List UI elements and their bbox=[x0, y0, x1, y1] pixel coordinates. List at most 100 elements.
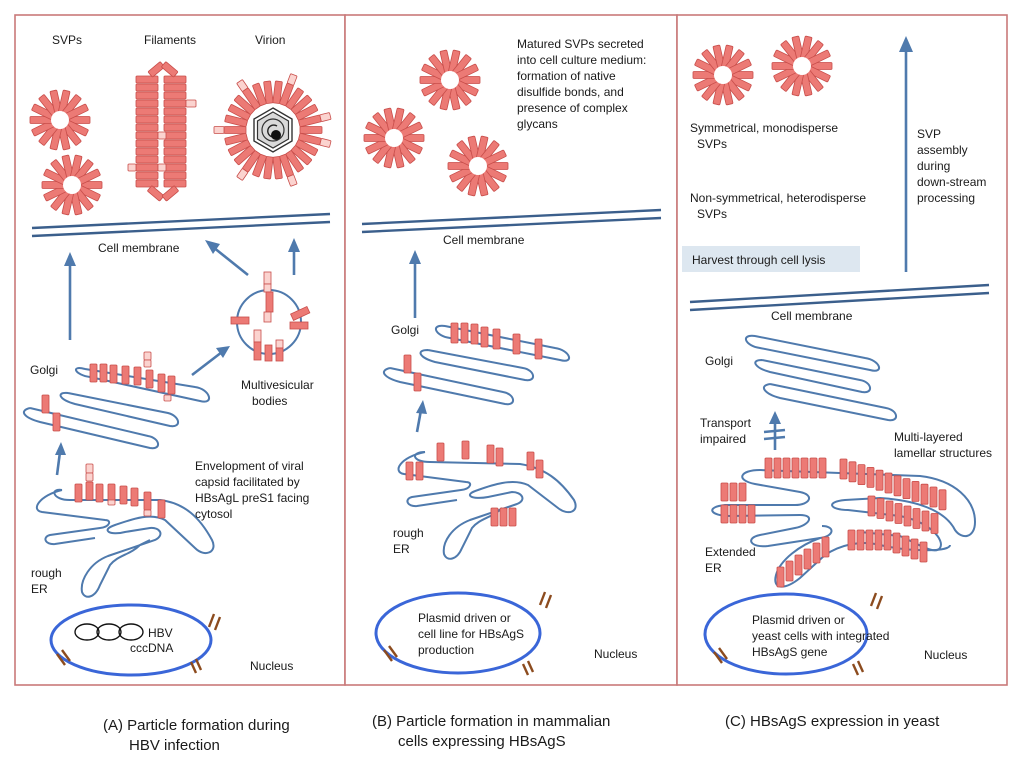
nucleus bbox=[703, 592, 884, 676]
protein-icon bbox=[295, 139, 319, 156]
protein-icon bbox=[773, 457, 782, 479]
arrow-icon bbox=[415, 400, 427, 433]
protein-icon bbox=[89, 363, 98, 383]
protein-icon bbox=[85, 472, 94, 482]
multivesicular-body bbox=[230, 271, 311, 362]
protein-icon bbox=[848, 461, 857, 483]
svp-particle bbox=[419, 49, 481, 111]
protein-icon bbox=[252, 82, 267, 107]
protein-icon bbox=[865, 529, 874, 551]
protein-icon bbox=[236, 168, 249, 181]
protein-icon bbox=[791, 457, 800, 479]
protein-icon bbox=[52, 412, 61, 432]
protein-icon bbox=[163, 155, 187, 164]
rough-er-label-2: ER bbox=[393, 542, 410, 556]
caption-a-line2: HBV infection bbox=[129, 737, 220, 754]
panel-a: SVPs Filaments Virion Cell membrane bbox=[14, 14, 346, 686]
lamellar-label-2: lamellar structures bbox=[894, 446, 992, 460]
caption-b-line1: (B) Particle formation in mammalian bbox=[372, 713, 610, 730]
protein-icon bbox=[85, 481, 94, 501]
cccdna-label: cccDNA bbox=[130, 641, 173, 655]
protein-icon bbox=[224, 132, 248, 146]
protein-icon bbox=[800, 457, 809, 479]
protein-icon bbox=[107, 499, 116, 506]
protein-icon bbox=[319, 138, 332, 148]
protein-icon bbox=[285, 150, 304, 173]
secreted-label-1: Matured SVPs secreted bbox=[517, 37, 644, 51]
envelopment-label-3: HBsAgL preS1 facing bbox=[195, 491, 309, 505]
plasmid-label-3: production bbox=[418, 643, 474, 657]
protein-icon bbox=[470, 323, 479, 345]
protein-icon bbox=[319, 112, 332, 122]
protein-icon bbox=[163, 99, 187, 108]
golgi-proteins bbox=[403, 322, 543, 392]
panel-b: Matured SVPs secreted into cell culture … bbox=[344, 14, 678, 686]
plasmid-label-1: Plasmid driven or bbox=[418, 611, 511, 625]
protein-icon bbox=[157, 163, 167, 172]
protein-icon bbox=[436, 442, 445, 462]
protein-icon bbox=[163, 163, 187, 172]
plasmid-label-2: yeast cells with integrated bbox=[752, 629, 889, 643]
protein-icon bbox=[263, 80, 274, 104]
protein-icon bbox=[157, 131, 167, 140]
protein-icon bbox=[224, 114, 248, 128]
svp-assembly-label-2: assembly bbox=[917, 143, 968, 157]
protein-icon bbox=[883, 529, 892, 551]
svp-assembly-label-3: during bbox=[917, 159, 950, 173]
extended-er-label-1: Extended bbox=[705, 545, 756, 559]
protein-icon bbox=[929, 486, 938, 508]
protein-icon bbox=[272, 80, 283, 104]
svp-particle bbox=[41, 154, 103, 216]
plasmid-label-3: HBsAgS gene bbox=[752, 645, 828, 659]
protein-icon bbox=[480, 326, 489, 348]
protein-icon bbox=[163, 123, 187, 132]
secreted-label-3: formation of native bbox=[517, 69, 616, 83]
protein-icon bbox=[263, 156, 274, 180]
protein-icon bbox=[234, 145, 256, 166]
protein-icon bbox=[227, 139, 251, 156]
protein-icon bbox=[764, 457, 773, 479]
arrow-icon bbox=[899, 36, 913, 272]
multivesicular-label-1: Multivesicular bbox=[241, 378, 314, 392]
protein-icon bbox=[135, 147, 159, 156]
protein-icon bbox=[135, 115, 159, 124]
nucleus bbox=[374, 591, 553, 676]
protein-icon bbox=[163, 147, 187, 156]
protein-icon bbox=[147, 61, 165, 78]
protein-icon bbox=[747, 504, 756, 524]
protein-icon bbox=[252, 153, 267, 178]
arrow-icon bbox=[205, 240, 249, 277]
caption-b-line2: cells expressing HBsAgS bbox=[398, 733, 566, 750]
protein-icon bbox=[486, 444, 495, 464]
rough-er-label-1: rough bbox=[31, 566, 62, 580]
symmetrical-label-2: SVPs bbox=[697, 137, 727, 151]
protein-icon bbox=[157, 499, 166, 519]
cell-membrane-label: Cell membrane bbox=[98, 241, 180, 255]
arrow-icon bbox=[55, 442, 66, 476]
secreted-label-6: glycans bbox=[517, 117, 558, 131]
protein-icon bbox=[133, 366, 142, 386]
protein-icon bbox=[450, 322, 459, 344]
harvest-box bbox=[682, 246, 860, 272]
cell-membrane bbox=[689, 283, 990, 312]
protein-icon bbox=[856, 529, 865, 551]
protein-icon bbox=[185, 99, 197, 108]
protein-icon bbox=[143, 509, 152, 517]
golgi-proteins bbox=[41, 351, 176, 432]
rough-er bbox=[397, 451, 577, 560]
protein-icon bbox=[135, 179, 159, 188]
nucleus-label: Nucleus bbox=[250, 659, 293, 673]
protein-icon bbox=[295, 104, 319, 121]
protein-icon bbox=[74, 483, 83, 503]
protein-icon bbox=[163, 171, 187, 180]
hbv-label: HBV bbox=[148, 626, 173, 640]
protein-icon bbox=[526, 451, 535, 471]
protein-icon bbox=[776, 566, 785, 588]
nonsym-label-2: SVPs bbox=[697, 207, 727, 221]
svp-assembly-label-4: down-stream bbox=[917, 175, 986, 189]
protein-icon bbox=[874, 529, 883, 551]
protein-icon bbox=[107, 483, 116, 503]
protein-icon bbox=[729, 504, 738, 524]
protein-icon bbox=[894, 503, 903, 524]
protein-icon bbox=[403, 354, 412, 374]
